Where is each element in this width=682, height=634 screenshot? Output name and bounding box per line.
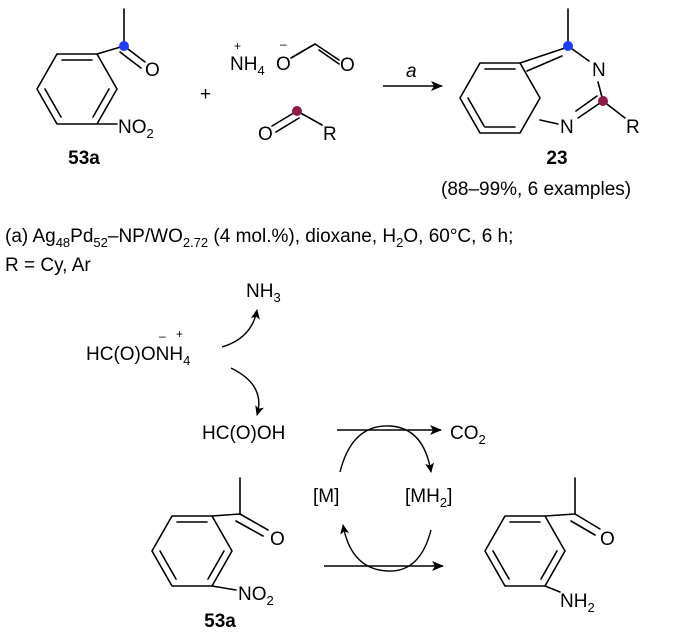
metal-catalyst: [M]	[313, 486, 339, 507]
mechanism-nitro: NO2	[238, 584, 274, 608]
n1-ring-bond	[539, 119, 559, 125]
mechanism-ketone-oxygen: O	[270, 529, 285, 550]
carbon-dioxide: CO2	[450, 423, 486, 447]
benzene-ring	[36, 53, 118, 125]
catalyst-to-hydride-arrow	[339, 425, 435, 473]
mechanism: NH3 – + HC(O)ONH4 HC(O)OH CO2 [M] [MH2] …	[86, 281, 615, 632]
ammonium-formate-formula: HC(O)ONH4	[86, 344, 190, 368]
aldehyde-oxygen: O	[258, 124, 273, 145]
formate-double-bond	[314, 43, 340, 61]
reactant-53a: O NO2 53a	[36, 8, 160, 169]
plus-sign: +	[200, 84, 211, 105]
formate-minus: –	[159, 329, 166, 343]
formic-acid: HC(O)OH	[202, 423, 285, 444]
carbonyl-highlight-dot	[119, 41, 129, 51]
ammonium-charge: +	[234, 39, 241, 53]
c4-bond	[519, 47, 566, 64]
product-label: 23	[546, 148, 567, 169]
formate-double-bond-2	[318, 49, 340, 65]
form-formic-acid-arrow	[230, 367, 264, 416]
conditions-line-2: R = Cy, Ar	[5, 255, 91, 276]
amine-ketone-oxygen: O	[600, 529, 615, 550]
ammonium-formate: + NH4 – O O	[230, 37, 355, 78]
formate-bond	[290, 43, 316, 59]
carbonyl-double-bond-2	[119, 51, 142, 69]
aminoacetophenone: O NH2	[484, 477, 615, 615]
c4-highlight-dot	[563, 41, 573, 51]
amine-group: NH2	[560, 591, 595, 615]
ketone-oxygen: O	[145, 60, 160, 81]
reaction-conditions: (a) Ag48Pd52–NP/WO2.72 (4 mol.%), dioxan…	[5, 226, 513, 276]
aldehyde-double-bond-2	[275, 117, 300, 133]
ammonium-cation: NH4	[230, 54, 265, 78]
ammonia: NH3	[246, 281, 281, 305]
product-23: N N R 23 (88–99%, 6 examples)	[441, 8, 640, 200]
aldehyde: O R	[258, 106, 337, 145]
product-benzene-ring	[459, 62, 541, 134]
mechanism-reactant-53a: O NO2 53a	[151, 477, 285, 632]
hydride-to-catalyst-arrow	[340, 524, 432, 572]
formate-oxygen: O	[276, 54, 291, 75]
c2-n1-double-bond	[577, 100, 604, 119]
c4-inner-double-bond	[526, 55, 563, 72]
c2-highlight-dot	[598, 96, 608, 106]
conditions-line-1: (a) Ag48Pd52–NP/WO2.72 (4 mol.%), dioxan…	[5, 226, 513, 250]
aldehyde-highlight-dot	[292, 106, 302, 116]
formate-carbonyl-oxygen: O	[340, 55, 355, 76]
reactant-label: 53a	[68, 148, 100, 169]
c2-n1-double-bond-2	[575, 95, 598, 112]
release-ammonia-arrow	[221, 309, 260, 348]
formate-plus: +	[176, 327, 183, 341]
arrow-condition-label: a	[406, 61, 417, 82]
mechanism-reactant-label: 53a	[204, 611, 236, 632]
product-nitrogen-3: N	[592, 60, 606, 81]
product-yield: (88–99%, 6 examples)	[441, 179, 631, 200]
formate-charge: –	[280, 37, 287, 51]
product-r-group: R	[626, 117, 640, 138]
nitro-group: NO2	[118, 117, 154, 141]
aldehyde-r-group: R	[323, 124, 337, 145]
metal-hydride: [MH2]	[405, 486, 452, 510]
product-nitrogen-1: N	[560, 117, 574, 138]
